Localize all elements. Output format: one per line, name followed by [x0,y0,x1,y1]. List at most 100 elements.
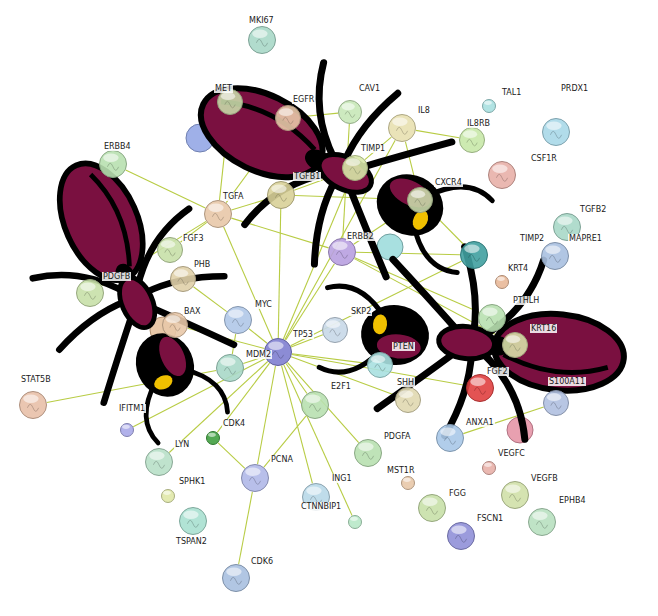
protein-node: E2F1 [301,391,329,419]
sphere-body [542,243,569,270]
protein-structure [415,199,425,206]
node-sphere [76,279,104,307]
gene-label: TIMP2 [519,234,545,243]
protein-structure [249,477,260,484]
sphere-shine [163,491,171,495]
gene-label: ING1 [331,474,353,483]
sphere-body [389,115,416,142]
sphere-body [502,482,529,509]
protein-structure [467,139,477,146]
sphere-shine [532,512,547,520]
protein-node: MKI67 [248,26,276,54]
gene-label: S100A11 [548,377,586,386]
sphere-shine [166,315,180,323]
gene-label: EPHB4 [558,496,586,505]
protein-structure [444,437,455,444]
protein-node: MYC [224,306,252,334]
node-sphere [267,181,295,209]
sphere-shine [221,92,235,100]
protein-node: VEGFC [482,461,496,475]
protein-structure [509,494,520,501]
node-sphere [407,187,433,213]
node-sphere [179,507,207,535]
sphere-body [121,424,134,437]
protein-node: CXCR4 [407,187,433,213]
protein-node: TAL1 [482,99,496,113]
protein-structure [536,521,547,528]
sphere-shine [306,487,321,495]
interaction-line [416,130,459,137]
sphere-body [146,449,173,476]
gene-label: MYC [254,300,273,309]
gene-label: FSCN1 [476,514,504,523]
sphere-body [461,242,488,269]
sphere-shine [122,425,130,429]
node-sphere [395,387,421,413]
sphere-body [162,490,175,503]
protein-structure [272,351,283,358]
node-sphere [460,241,488,269]
gene-label: PHB [193,260,211,269]
sphere-body [483,100,496,113]
interaction-line [264,416,306,467]
sphere-body [467,375,494,402]
protein-node: VEGFB [501,481,529,509]
sphere-body [437,425,464,452]
protein-node: PDGFA [354,439,382,467]
protein-node: PRDX1 [542,118,570,146]
protein-structure [230,577,241,584]
protein-node: ERBB2 [328,238,356,266]
gene-label: TAL1 [501,88,522,97]
protein-node: EPHB4 [528,508,556,536]
protein-node: BAX [162,312,188,338]
gene-label: KRT4 [507,264,529,273]
gene-label: MKI67 [248,16,275,25]
node-sphere [342,155,368,181]
sphere-body [396,388,421,413]
gene-label: KRT16 [530,324,557,333]
sphere-shine [411,190,425,198]
protein-structure [187,520,198,527]
sphere-shine [305,395,320,403]
sphere-body [368,353,393,378]
node-sphere [248,26,276,54]
node-sphere [241,464,269,492]
sphere-body [496,276,509,289]
protein-node: PDGFB [76,279,104,307]
sphere-body [163,313,188,338]
protein-node: LYN [145,448,173,476]
node-sphere [222,564,250,592]
protein-node: KRT4 [495,275,509,289]
node-sphere [99,150,127,178]
protein-node: FGF3 [157,237,183,263]
protein-structure [170,324,180,331]
sphere-shine [422,498,437,506]
protein-node: TIMP2 [460,241,488,269]
node-sphere [328,238,356,266]
sphere-shine [403,478,411,482]
sphere-shine [350,517,358,521]
node-sphere [543,390,569,416]
sphere-body [225,307,252,334]
protein-node: FGF2 [466,374,494,402]
node-sphere [348,515,362,529]
protein-structure [549,255,560,262]
sphere-shine [547,393,561,401]
protein-node: TSPAN2 [179,507,207,535]
gene-label: SHH [396,378,415,387]
gene-label: SKP2 [350,307,372,316]
protein-structure [510,344,520,351]
protein-node: CAV1 [338,100,362,124]
protein-node: S100A11 [543,390,569,416]
sphere-shine [492,165,507,173]
sphere-shine [161,240,175,248]
node-sphere [436,424,464,452]
sphere-shine [358,443,373,451]
sphere-shine [497,277,505,281]
protein-node: TGFB1 [267,181,295,209]
sphere-body [349,516,362,529]
sphere-shine [149,452,164,460]
protein-structure [309,404,320,411]
sphere-body [207,432,220,445]
